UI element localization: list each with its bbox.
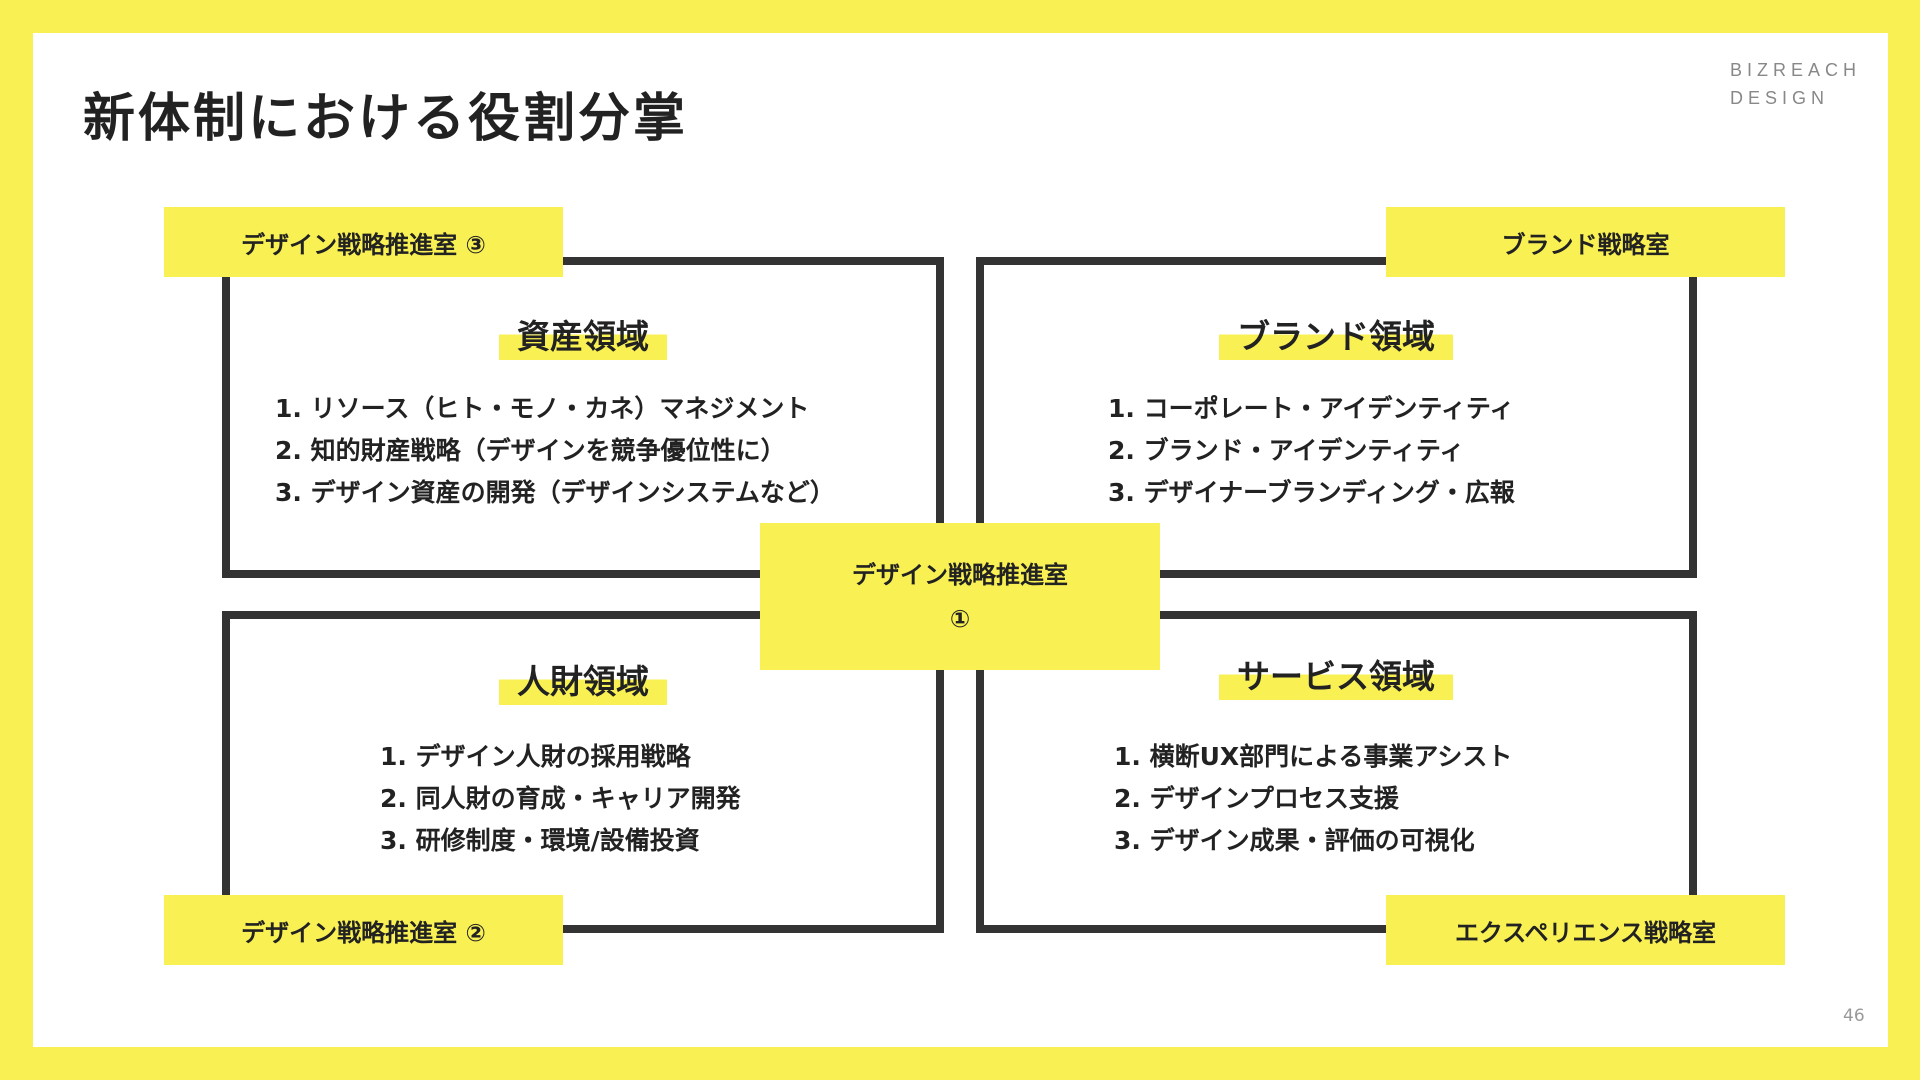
list-item: 2. ブランド・アイデンティティ: [1108, 436, 1465, 465]
list-item: 3. デザイナーブランディング・広報: [1108, 478, 1515, 507]
page-number: 46: [1843, 1006, 1865, 1026]
assets-heading: 資産領域: [499, 314, 667, 360]
list-item: 1. 横断UX部門による事業アシスト: [1114, 742, 1513, 771]
service-list: 1. 横断UX部門による事業アシスト 2. デザインプロセス支援 3. デザイン…: [1114, 736, 1512, 862]
center-label-number: ①: [949, 604, 971, 633]
list-item: 1. リソース（ヒト・モノ・カネ）マネジメント: [275, 394, 810, 423]
list-item: 2. 知的財産戦略（デザインを競争優位性に）: [275, 436, 786, 465]
assets-list: 1. リソース（ヒト・モノ・カネ）マネジメント 2. 知的財産戦略（デザインを競…: [275, 388, 835, 514]
label-experience-strategy: エクスペリエンス戦略室: [1386, 895, 1785, 965]
list-item: 1. コーポレート・アイデンティティ: [1108, 394, 1515, 423]
list-item: 3. デザイン成果・評価の可視化: [1114, 826, 1475, 855]
logo-line-1: BIZREACH: [1730, 60, 1862, 80]
brand-list: 1. コーポレート・アイデンティティ 2. ブランド・アイデンティティ 3. デ…: [1108, 388, 1515, 514]
list-item: 3. 研修制度・環境/設備投資: [380, 826, 700, 855]
label-design-strategy-3: デザイン戦略推進室 ③: [164, 207, 563, 277]
list-item: 3. デザイン資産の開発（デザインシステムなど）: [275, 478, 835, 507]
logo-line-2: DESIGN: [1730, 88, 1830, 108]
list-item: 2. デザインプロセス支援: [1114, 784, 1399, 813]
center-label-text: デザイン戦略推進室: [852, 560, 1068, 589]
label-design-strategy-2: デザイン戦略推進室 ②: [164, 895, 563, 965]
label-brand-strategy: ブランド戦略室: [1386, 207, 1785, 277]
brand-heading: ブランド領域: [1219, 314, 1453, 360]
brand-logo: BIZREACH DESIGN: [1730, 56, 1861, 112]
label-design-strategy-1: デザイン戦略推進室 ①: [760, 523, 1160, 670]
page-title: 新体制における役割分掌: [83, 89, 689, 149]
list-item: 2. 同人財の育成・キャリア開発: [380, 784, 741, 813]
talent-list: 1. デザイン人財の採用戦略 2. 同人財の育成・キャリア開発 3. 研修制度・…: [380, 736, 741, 862]
talent-heading: 人財領域: [499, 659, 667, 705]
list-item: 1. デザイン人財の採用戦略: [380, 742, 691, 771]
service-heading: サービス領域: [1219, 654, 1453, 700]
